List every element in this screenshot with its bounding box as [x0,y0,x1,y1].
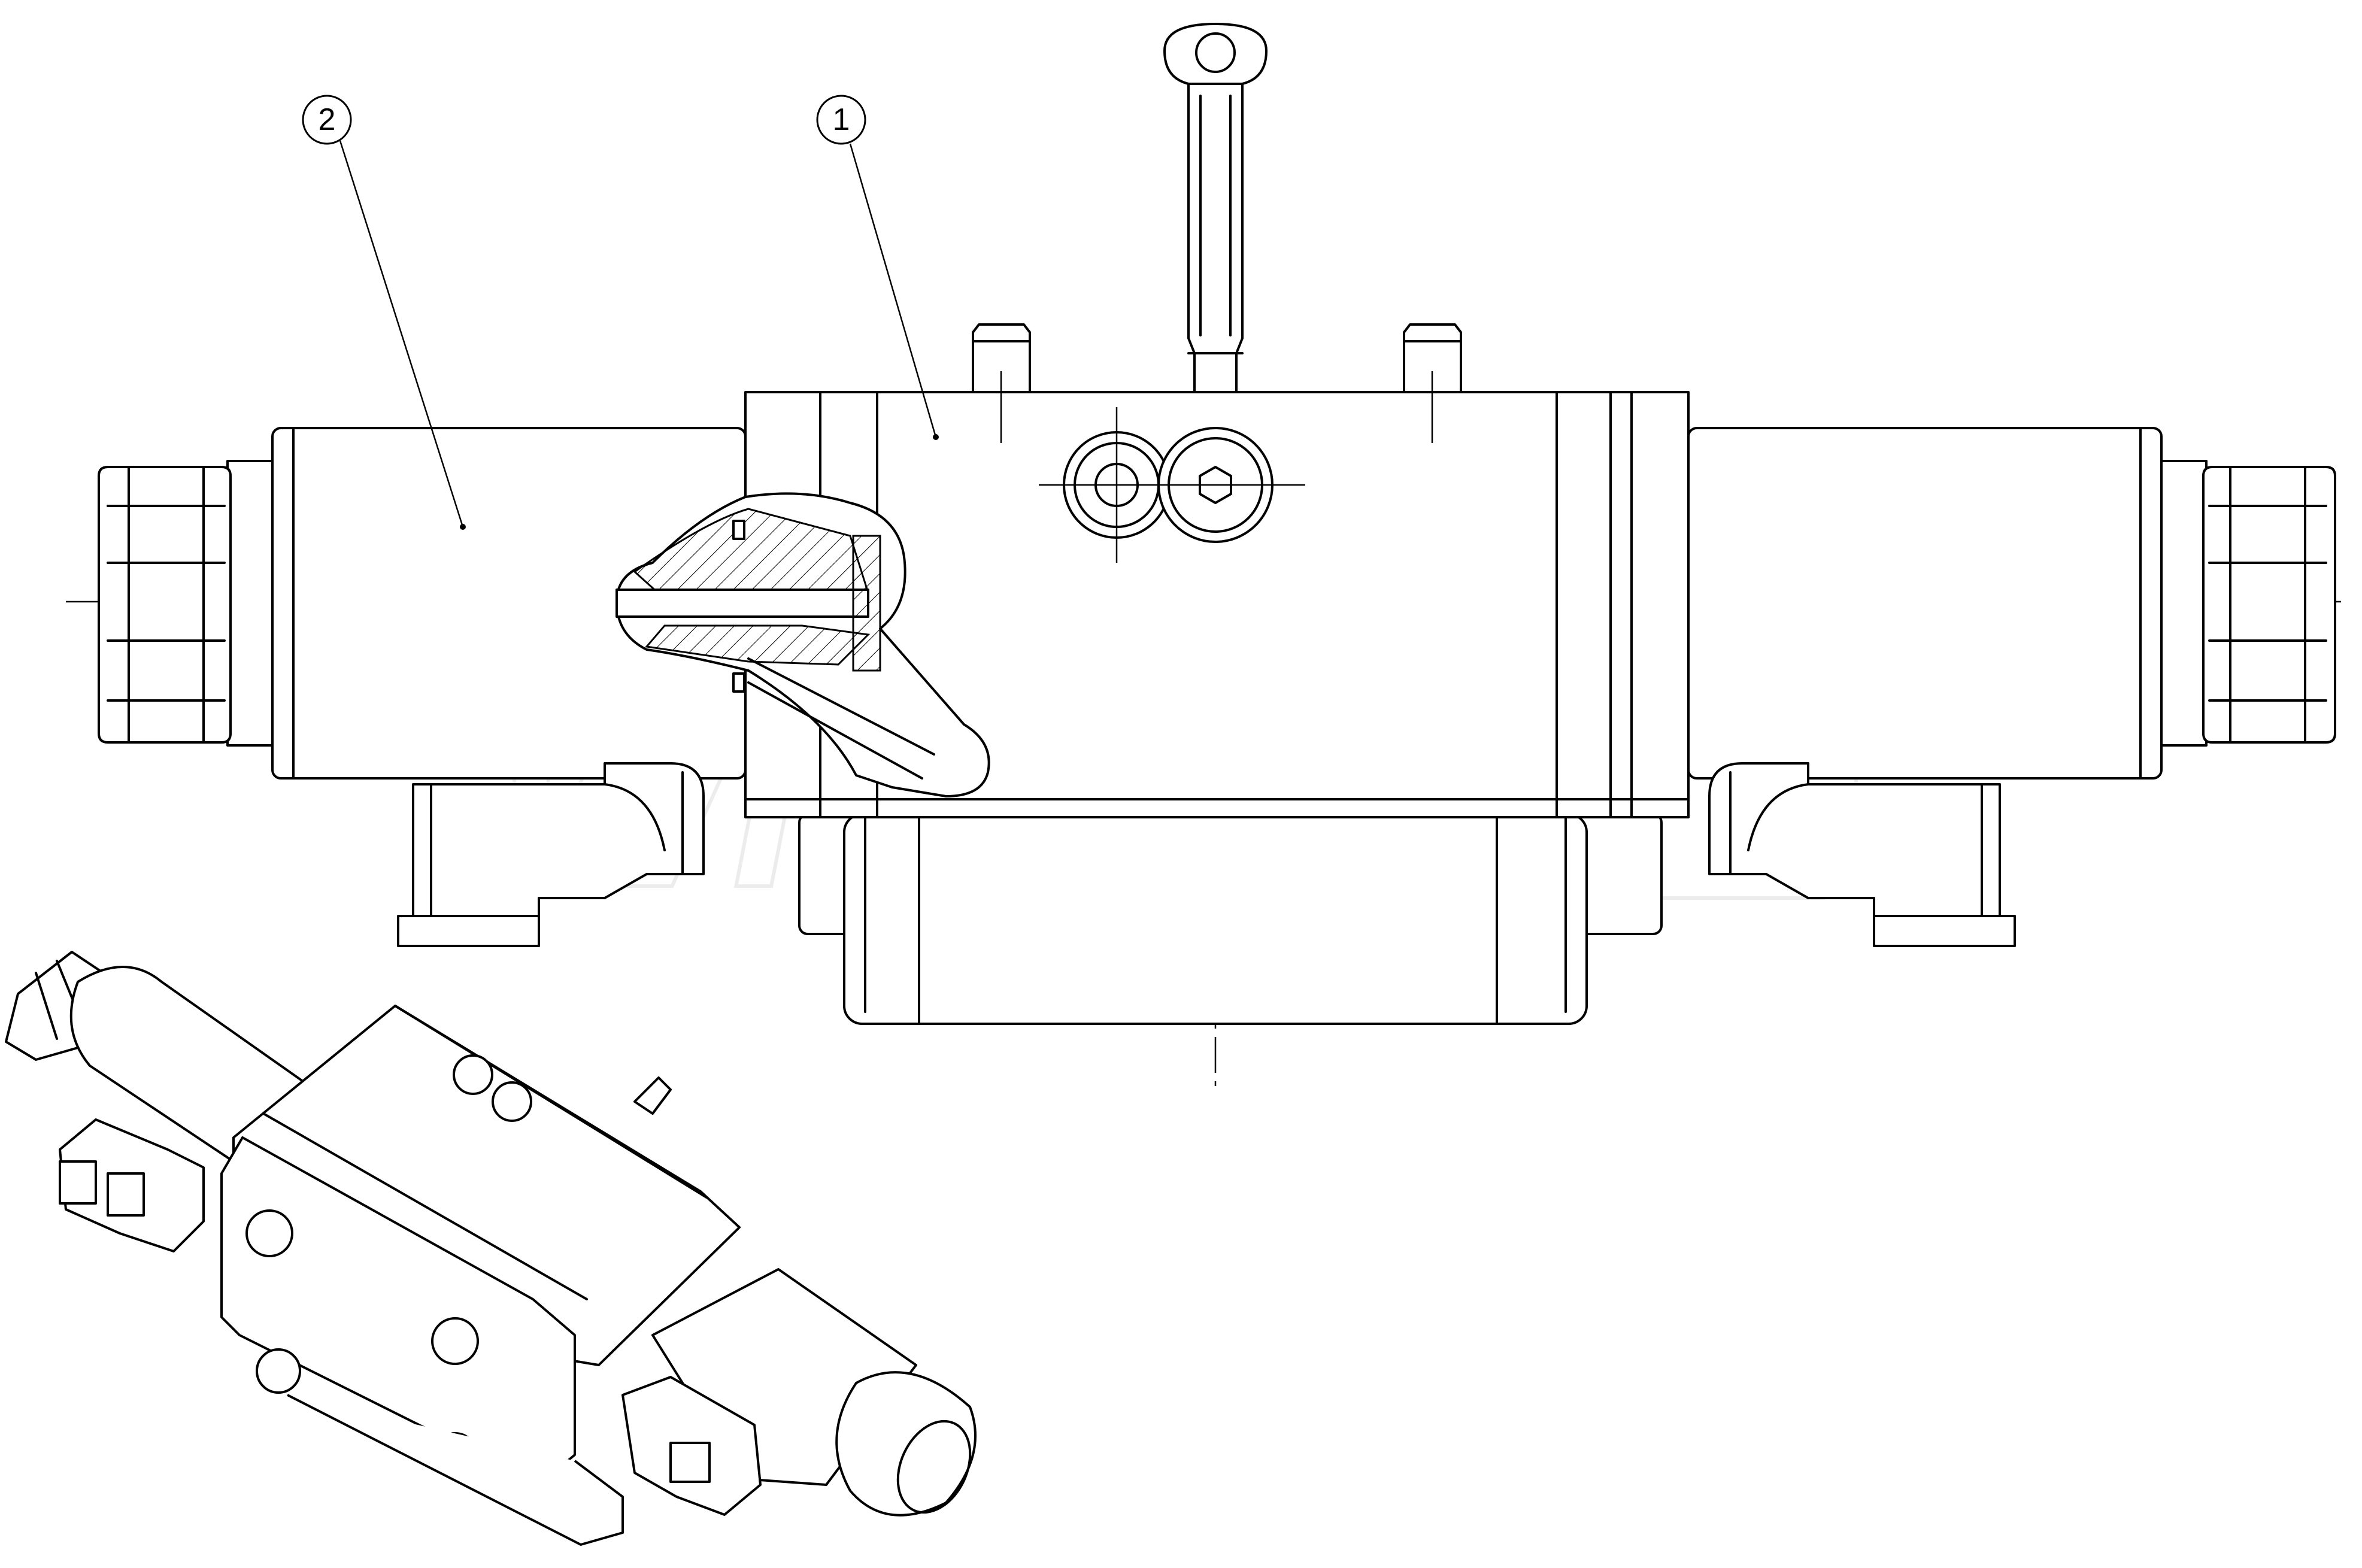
balloon-2-label: 2 [319,102,336,137]
iso-plug-2 [492,1081,532,1122]
section-cutaway [615,492,990,797]
balloon-1-label: 1 [833,102,850,137]
balloon-2-circle [302,95,352,145]
right-connector [1708,762,2016,947]
leader-line-1 [849,143,937,438]
valve-front-view [66,23,2341,1090]
leader-line-2 [339,140,464,527]
callouts: 2 1 [302,95,937,527]
subplate [798,813,1663,1025]
manual-override-lever [1163,23,1268,393]
balloon-1-circle [816,95,866,145]
valve-isometric-view [5,951,977,1546]
left-solenoid-coil [98,427,747,780]
iso-base [287,1394,624,1546]
iso-body-front [220,1136,576,1486]
left-connector [397,762,705,947]
right-solenoid-coil [1687,427,2336,780]
iso-lever [633,1076,672,1115]
port-plugs [1039,407,1305,563]
iso-plug-1 [453,1054,493,1095]
top-pins [972,323,1462,443]
